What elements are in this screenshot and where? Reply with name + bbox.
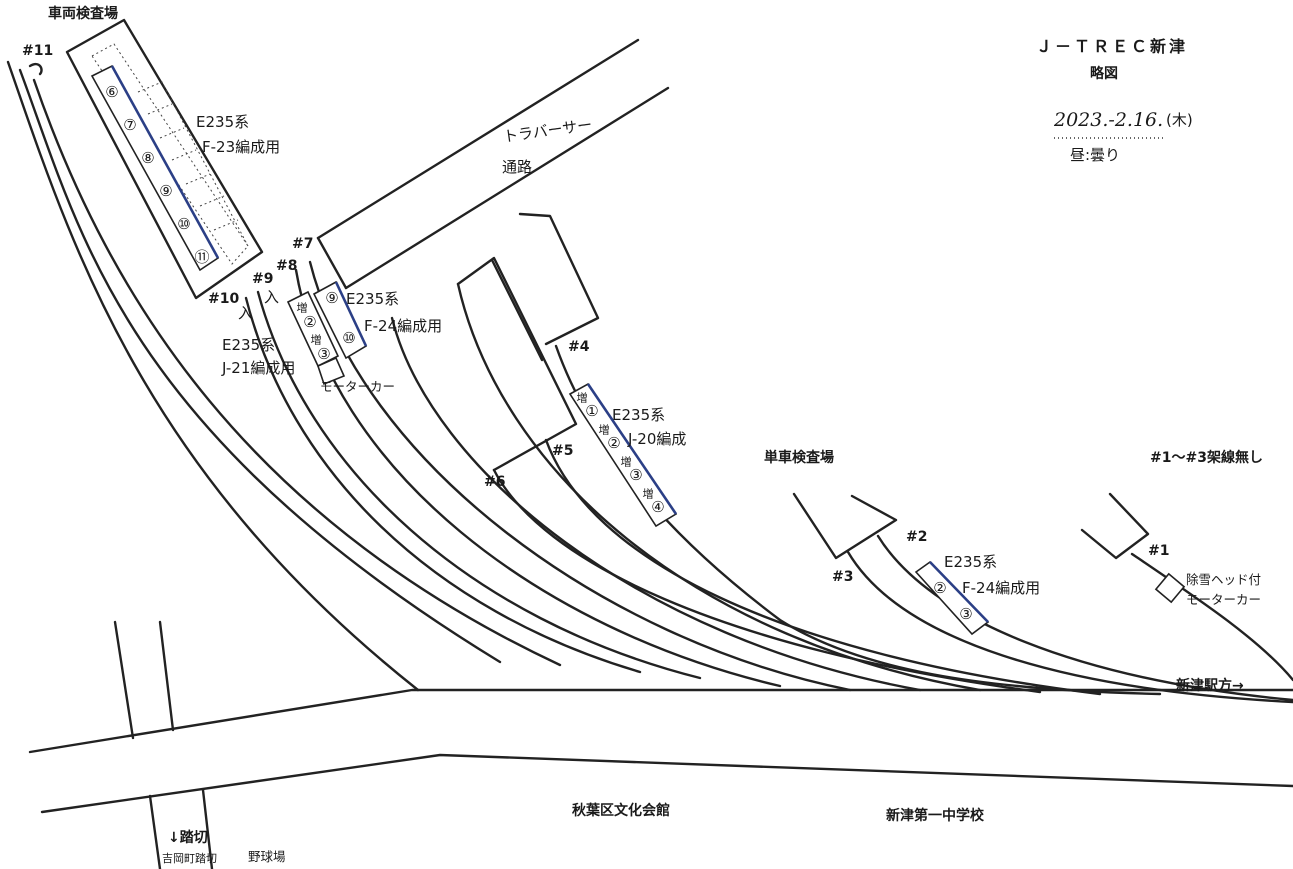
car-number-f23: ⑧	[141, 149, 154, 167]
traverser-path	[316, 38, 670, 290]
car-number-f24-t8: ⑩	[342, 329, 355, 347]
track-4-label: #4	[568, 339, 590, 355]
track-10-entry: 入	[238, 304, 253, 322]
snow-car-line2: モーターカー	[1186, 592, 1261, 607]
weather: 昼:曇り	[1070, 146, 1120, 164]
car-number-j20: ④	[651, 498, 664, 516]
f24-t8-series: E235系	[346, 290, 399, 308]
track-9-entry: 入	[264, 288, 279, 306]
track-7-label: #7	[292, 236, 313, 252]
shed-6	[456, 256, 578, 472]
f23-series: E235系	[196, 113, 249, 131]
j20-series: E235系	[612, 406, 665, 424]
crossing-label: ↓踏切	[168, 829, 208, 846]
inspection-shed-label: 車両検査場	[48, 5, 118, 22]
extra-car-mark: 増	[621, 456, 632, 469]
j21-formation: J-21編成用	[221, 359, 295, 377]
formation-f24-track8-cars	[312, 280, 368, 360]
car-number-f24-t2: ②	[933, 579, 946, 597]
extra-car-mark: 増	[311, 334, 322, 347]
vehicle-inspection-shed	[65, 18, 264, 300]
motor-car-label: モーターカー	[320, 379, 395, 394]
car-number-f23: ⑦	[123, 116, 136, 134]
track-5-label: #5	[552, 443, 573, 459]
f24-t8-formation: F-24編成用	[364, 317, 442, 335]
formation-j21-cars	[286, 290, 346, 386]
no-catenary-note: #1～#3架線無し	[1150, 449, 1263, 466]
j21-series: E235系	[222, 336, 275, 354]
car-number-j20: ①	[585, 402, 598, 420]
junior-high-label: 新津第一中学校	[886, 807, 985, 824]
traverser-label-1: トラバーサー	[502, 116, 593, 146]
car-number-f23: ⑩	[177, 215, 190, 233]
single-inspection-shed	[792, 492, 898, 560]
track-9-label: #9	[252, 271, 273, 287]
single-inspection-shed-label: 単車検査場	[764, 449, 834, 466]
snow-plow-motor-car	[1154, 572, 1186, 604]
track-8-label: #8	[276, 258, 297, 274]
extra-car-mark: 増	[643, 488, 654, 501]
car-number-j20: ③	[629, 466, 642, 484]
formation-f23-cars	[90, 64, 220, 272]
car-number-f23: ⑨	[159, 182, 172, 200]
formation-j20-cars	[568, 382, 678, 528]
car-number-f24-t8: ⑨	[325, 289, 338, 307]
car-number-j21: ②	[303, 313, 316, 331]
track-3-label: #3	[832, 569, 853, 585]
station-direction: 新津駅方→	[1176, 677, 1244, 694]
car-number-j20: ②	[607, 434, 620, 452]
track1-shed	[1080, 492, 1150, 560]
track-1-label: #1	[1148, 543, 1169, 559]
track-11-label: #11	[22, 43, 53, 59]
snow-car-line1: 除雪ヘッド付	[1186, 572, 1261, 587]
j20-formation: J-20編成	[627, 430, 686, 448]
map-subtitle: 略図	[1090, 65, 1118, 82]
traverser-label-2: 通路	[502, 158, 532, 176]
f24-t2-series: E235系	[944, 553, 997, 571]
date: 2023.-2.16.	[1053, 109, 1163, 131]
f23-formation: F-23編成用	[202, 138, 280, 156]
extra-car-mark: 増	[297, 302, 308, 315]
car-number-f23: ⑪	[194, 248, 209, 266]
track-10-label: #10	[208, 291, 239, 307]
map-title: Ｊ－ＴＲＥＣ新津	[1036, 37, 1188, 56]
ballpark-label: 野球場	[248, 849, 286, 864]
road-network	[28, 620, 1293, 869]
f24-t2-formation: F-24編成用	[962, 579, 1040, 597]
car-number-f23: ⑥	[105, 83, 118, 101]
weekday: (木)	[1166, 111, 1193, 129]
formation-f24-track2-cars	[914, 560, 990, 636]
shed-5	[518, 212, 600, 346]
crossing-name: 吉岡町踏切	[162, 851, 217, 865]
car-number-f24-t2: ③	[959, 605, 972, 623]
extra-car-mark: 増	[599, 424, 610, 437]
track-6-label: #6	[484, 474, 505, 490]
car-number-j21: ③	[317, 345, 330, 363]
track-2-label: #2	[906, 529, 927, 545]
culture-hall-label: 秋葉区文化会館	[572, 802, 670, 819]
extra-car-mark: 増	[577, 392, 588, 405]
